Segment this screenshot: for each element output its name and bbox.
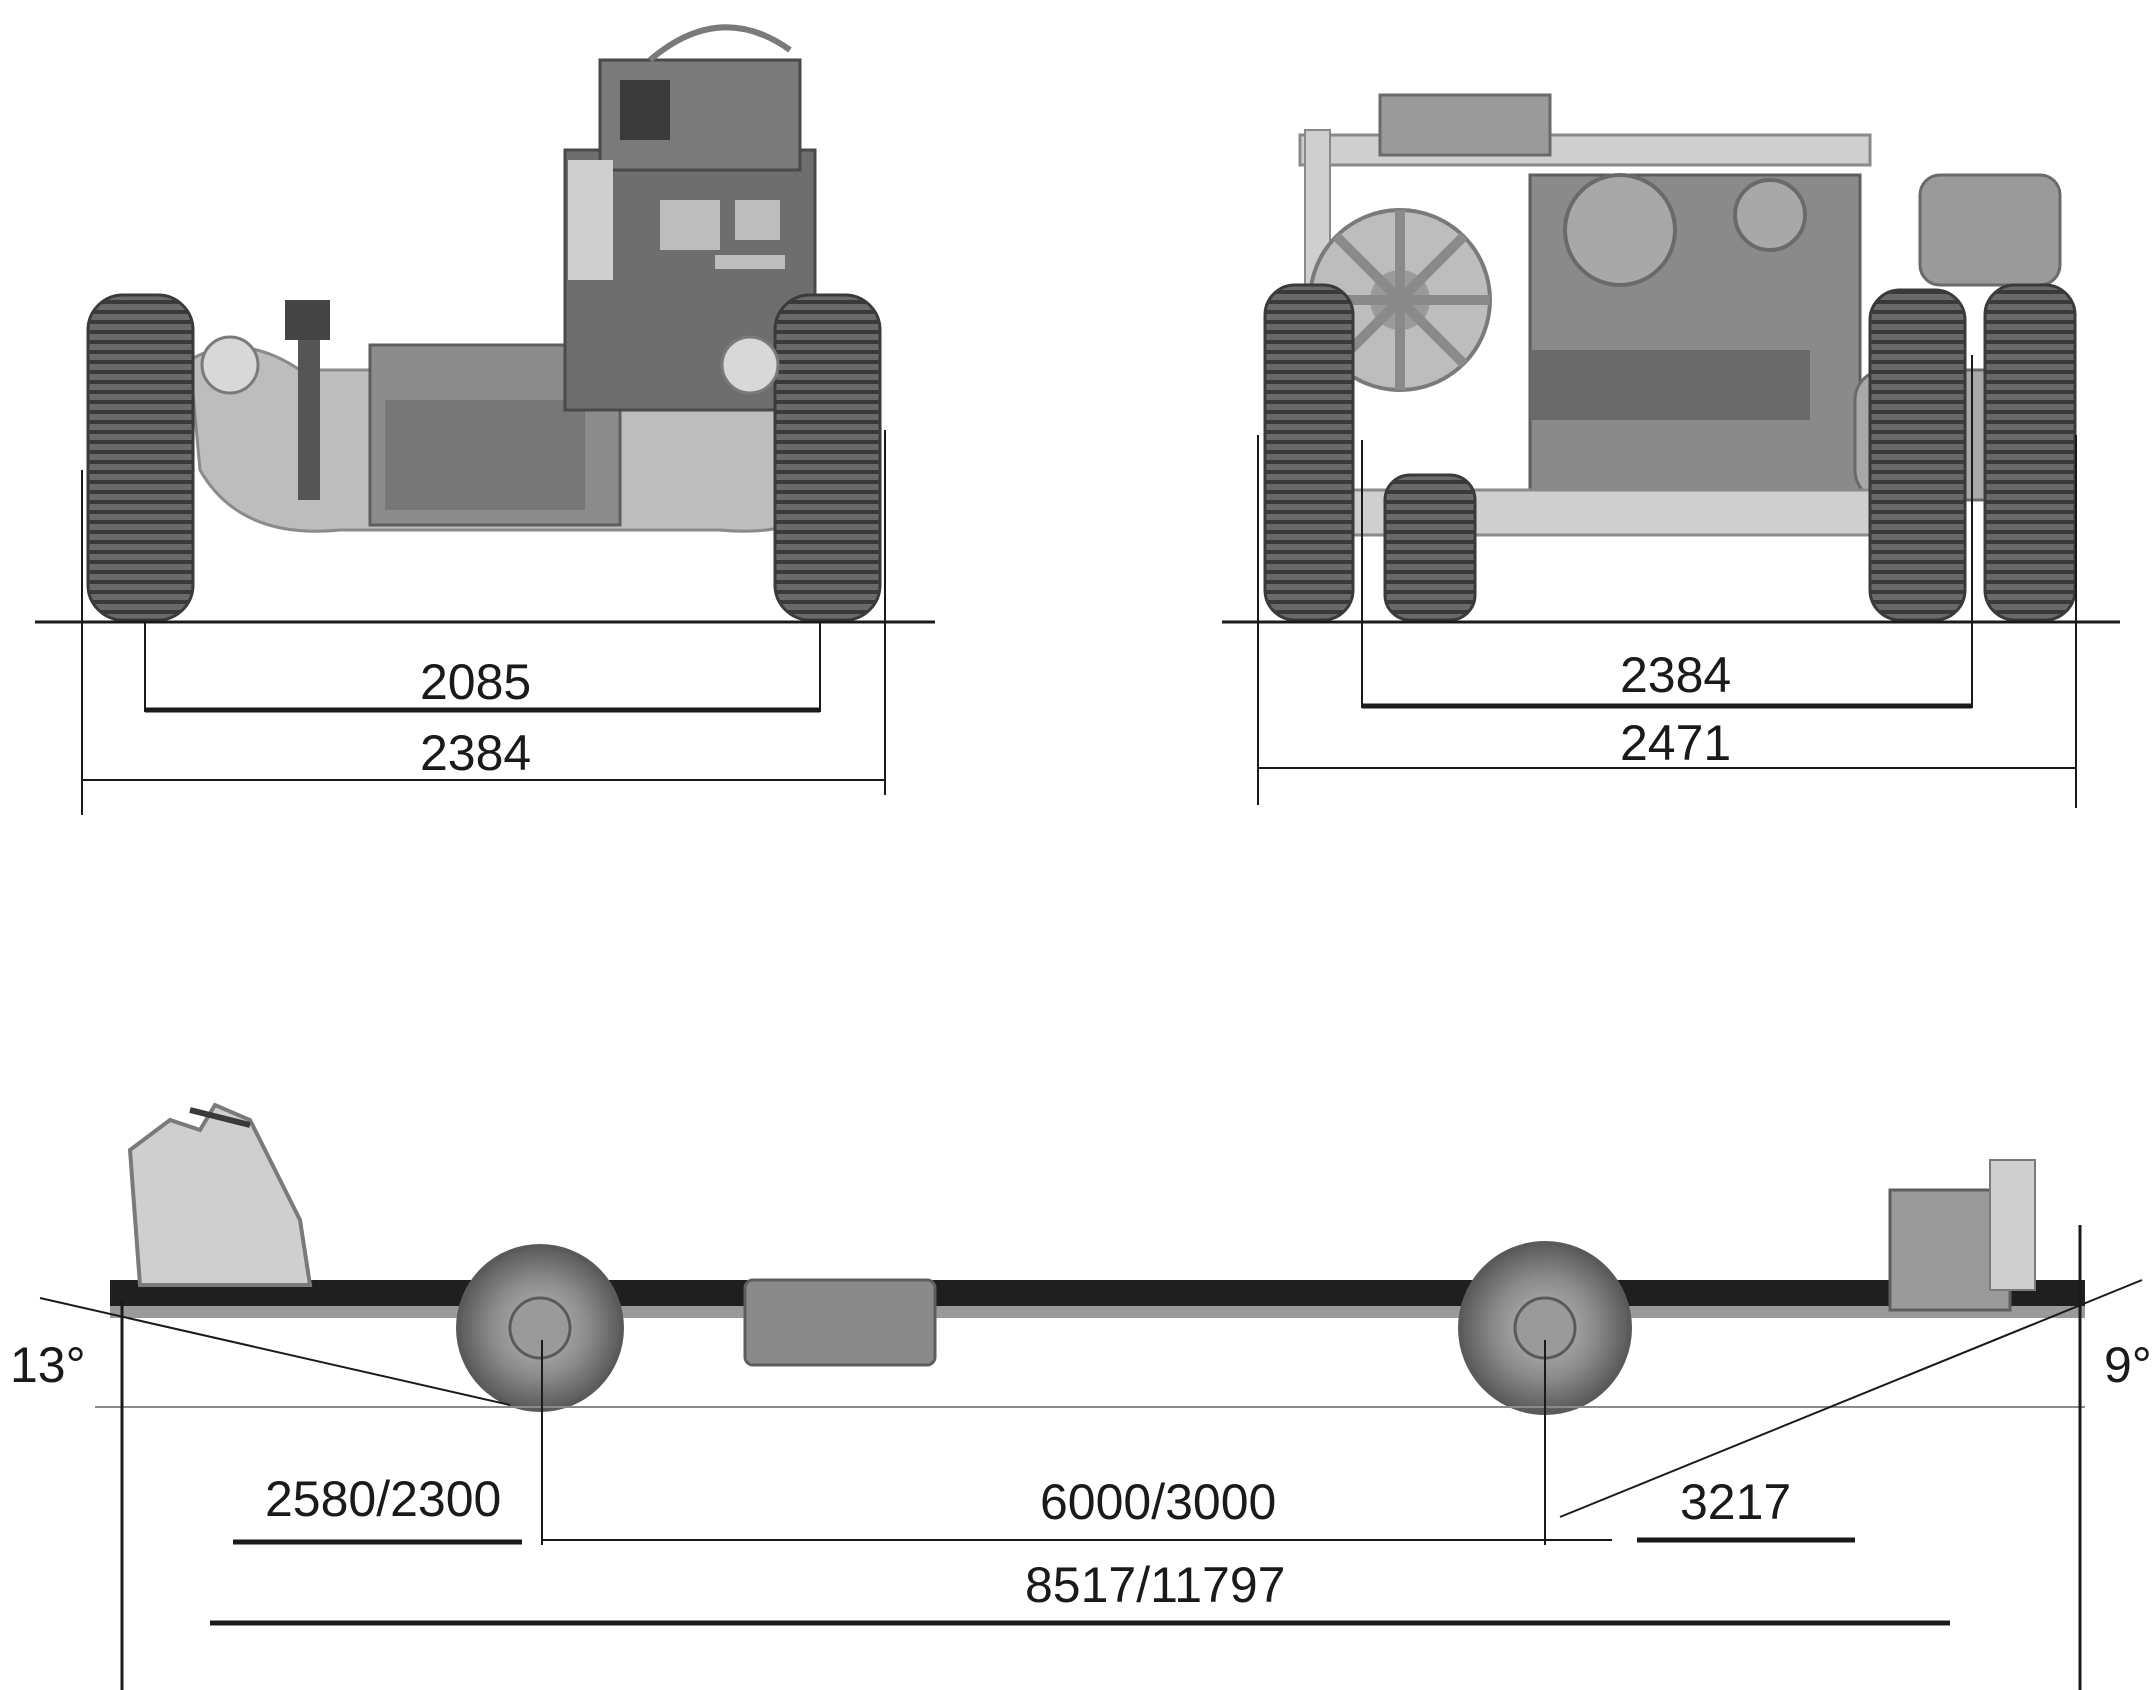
- front-hose: [648, 24, 792, 63]
- front-right-tyre: [773, 293, 882, 622]
- rear-track-outer-label: 2471: [1620, 715, 1732, 771]
- departure-angle-line: [1559, 1279, 2143, 1518]
- approach-angle-label: 13°: [10, 1337, 86, 1393]
- rear-pulley-1: [1563, 173, 1677, 287]
- rear-overhang-label: 3217: [1680, 1474, 1792, 1530]
- rear-right-inner-tyre: [1868, 288, 1967, 622]
- front-overhang-label: 2580/2300: [265, 1471, 502, 1527]
- front-right-hub: [720, 335, 780, 395]
- side-fuel-tank: [743, 1278, 937, 1367]
- rear-upper-tank: [1918, 173, 2062, 287]
- side-front-hub: [508, 1296, 572, 1360]
- rear-left-outer-tyre: [1263, 283, 1355, 622]
- front-gauge-2: [735, 200, 780, 240]
- approach-angle-line: [39, 1297, 511, 1406]
- steering-box: [285, 300, 330, 340]
- departure-angle-label: 9°: [2104, 1337, 2152, 1393]
- front-view: [35, 24, 935, 815]
- rear-right-outer-tyre: [1983, 283, 2077, 622]
- rear-intake: [1530, 350, 1810, 420]
- steering-wheel-edge: [189, 1107, 251, 1128]
- chassis-rail: [110, 1280, 2085, 1306]
- overall-length-label: 8517/11797: [1025, 1557, 1286, 1613]
- front-central-panel: [385, 400, 585, 510]
- rear-top-unit: [1378, 93, 1552, 157]
- rear-pulley-2: [1733, 178, 1807, 252]
- front-left-hub: [200, 335, 260, 395]
- front-reservoir: [568, 160, 613, 280]
- front-track-inner-label: 2085: [420, 654, 532, 710]
- front-gauge-3: [715, 255, 785, 269]
- front-steering-assembly: [127, 1102, 313, 1287]
- rear-fan-blades: [1310, 210, 1490, 390]
- rear-engine-pipe: [1989, 1159, 2036, 1291]
- side-view: [39, 1102, 2143, 1690]
- wheelbase-label: 6000/3000: [1040, 1474, 1277, 1530]
- rear-left-inner-tyre: [1383, 473, 1477, 622]
- front-track-outer-label: 2384: [420, 725, 532, 781]
- rear-track-inner-label: 2384: [1620, 647, 1732, 703]
- chassis-rail-lower: [110, 1306, 2085, 1318]
- front-gauge-1: [660, 200, 720, 250]
- rear-view: [1222, 93, 2120, 808]
- front-switch-panel: [620, 80, 670, 140]
- front-left-tyre: [86, 293, 195, 622]
- steering-column: [298, 300, 320, 500]
